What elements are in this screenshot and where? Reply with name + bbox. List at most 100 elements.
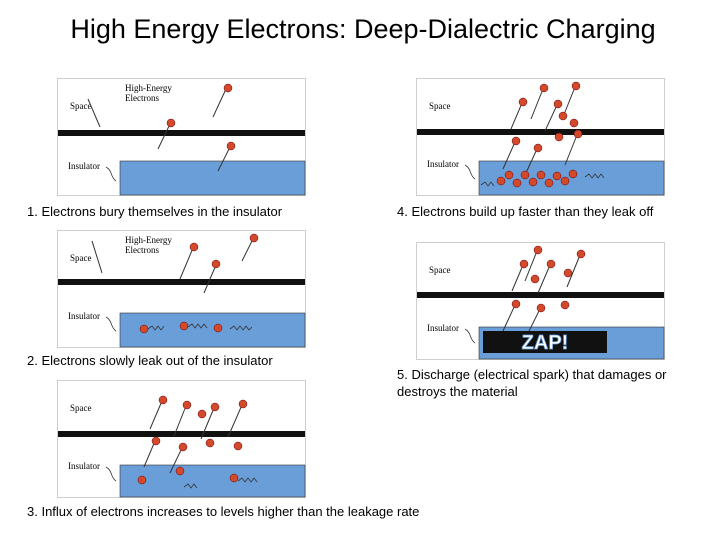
panel-5-diagram: Space Insulator ZAP! xyxy=(417,245,665,360)
electron xyxy=(568,169,578,179)
electron-trajectory xyxy=(87,98,101,128)
electron xyxy=(552,171,562,181)
electron xyxy=(151,436,161,446)
electron xyxy=(182,400,192,410)
electron-trajectories xyxy=(480,86,605,187)
insulator-pointer xyxy=(105,316,117,332)
caption-step-2: 2. Electrons slowly leak out of the insu… xyxy=(27,353,273,368)
panel-step-4: Space Insulator xyxy=(416,78,665,196)
leak-squiggle xyxy=(229,325,253,331)
electron xyxy=(563,268,573,278)
electron xyxy=(571,81,581,91)
electron xyxy=(528,177,538,187)
insulator-pointer xyxy=(464,328,476,344)
electron-trajectories xyxy=(91,238,254,331)
electron-trajectory xyxy=(564,134,578,166)
electron-trajectory xyxy=(544,104,558,132)
electron-trajectory xyxy=(169,447,183,474)
electrons-group xyxy=(137,395,248,485)
electron-trajectory xyxy=(173,405,187,437)
caption-step-1: 1. Electrons bury themselves in the insu… xyxy=(27,204,283,219)
insulator-pointer xyxy=(464,164,476,180)
space-label: Space xyxy=(429,265,451,275)
electron xyxy=(238,399,248,409)
insulator-label: Insulator xyxy=(68,311,100,321)
electron xyxy=(536,170,546,180)
electron xyxy=(223,83,233,93)
electron xyxy=(179,321,189,331)
insulator-pointer xyxy=(105,166,117,182)
page-title: High Energy Electrons: Deep-Dialectric C… xyxy=(70,14,656,44)
electron-trajectory xyxy=(157,123,171,150)
panel-2-diagram: Space High-Energy Electrons Insulator xyxy=(58,233,306,348)
insulator-block xyxy=(119,312,306,348)
panel-step-1: Space High-Energy Electrons Insulator xyxy=(57,78,306,196)
leak-squiggle xyxy=(147,325,165,331)
electron xyxy=(511,136,521,146)
electron xyxy=(546,259,556,269)
electron xyxy=(210,402,220,412)
panel-step-5: Space Insulator ZAP! xyxy=(416,242,665,360)
electron xyxy=(496,176,506,186)
electron-trajectory xyxy=(179,247,194,280)
insulator-label: Insulator xyxy=(427,323,459,333)
electron xyxy=(569,118,579,128)
electron-trajectory xyxy=(511,264,524,292)
electron-trajectory xyxy=(200,407,215,440)
electron xyxy=(249,233,259,243)
electron xyxy=(560,300,570,310)
insulator-label: Insulator xyxy=(68,461,100,471)
electron xyxy=(553,99,563,109)
electron xyxy=(536,303,546,313)
caption-step-5: 5. Discharge (electrical spark) that dam… xyxy=(397,367,667,399)
leak-squiggle xyxy=(480,181,495,187)
electron xyxy=(229,473,239,483)
electrons-group xyxy=(166,83,236,151)
electron xyxy=(520,170,530,180)
electron xyxy=(233,441,243,451)
electron xyxy=(558,111,568,121)
electron xyxy=(530,274,540,284)
electron-trajectory xyxy=(502,141,516,170)
electron xyxy=(189,242,199,252)
electron xyxy=(576,249,586,259)
high-energy-label: High-Energy xyxy=(125,83,172,93)
electron-trajectory xyxy=(527,308,541,334)
electron-trajectory xyxy=(203,264,217,294)
electron xyxy=(573,129,583,139)
electron-trajectory xyxy=(566,254,581,288)
space-boundary-bar xyxy=(58,431,305,437)
electron xyxy=(554,132,564,142)
electron-trajectory xyxy=(530,88,544,120)
panel-4-diagram: Space Insulator xyxy=(417,81,665,196)
electron-trajectory xyxy=(212,88,227,118)
electron xyxy=(197,409,207,419)
space-boundary-bar xyxy=(417,129,664,135)
panel-3-diagram: Space Insulator xyxy=(58,395,306,498)
electron-trajectory xyxy=(227,404,243,438)
zap-text: ZAP! xyxy=(522,332,569,354)
electron xyxy=(213,323,223,333)
space-boundary-bar xyxy=(58,279,305,285)
electron-trajectory xyxy=(562,86,576,118)
electron-trajectory xyxy=(143,440,156,468)
electrons-group xyxy=(511,245,586,313)
electrons-label: Electrons xyxy=(125,245,159,255)
electron-trajectory xyxy=(217,146,231,172)
electron xyxy=(137,475,147,485)
space-label: Space xyxy=(429,101,451,111)
leak-squiggle xyxy=(237,477,258,483)
electron-trajectory xyxy=(537,264,551,294)
electron-trajectory xyxy=(241,238,254,262)
electron xyxy=(539,83,549,93)
insulator-label: Insulator xyxy=(427,159,459,169)
electron xyxy=(211,259,221,269)
leak-squiggle xyxy=(183,483,198,489)
electron xyxy=(166,118,176,128)
space-label: Space xyxy=(70,253,92,263)
electron xyxy=(544,178,554,188)
electron-trajectories xyxy=(87,88,231,172)
electron-trajectory xyxy=(91,240,103,274)
panel-step-2: Space High-Energy Electrons Insulator xyxy=(57,230,306,348)
panel-step-3: Space Insulator xyxy=(57,380,306,498)
